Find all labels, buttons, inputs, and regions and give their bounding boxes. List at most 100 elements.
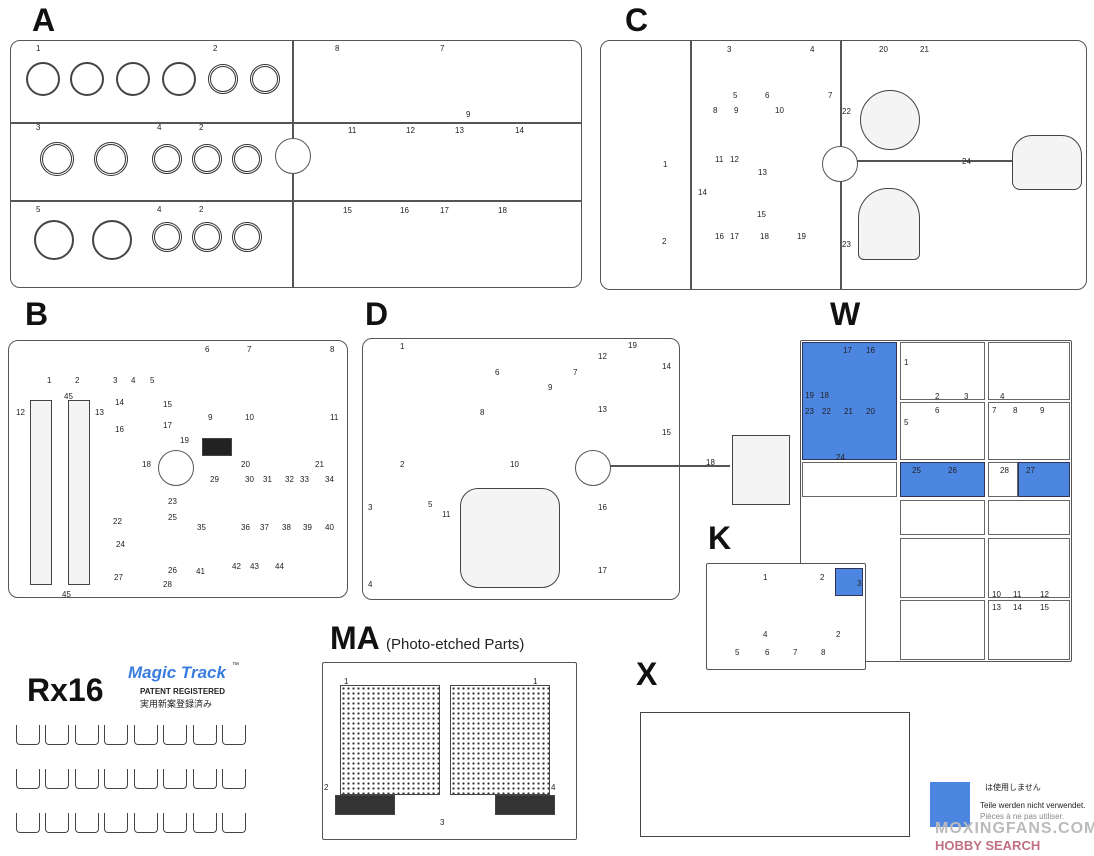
w-cell (988, 600, 1070, 660)
part-number-b: 8 (330, 345, 335, 354)
part-number-w: 17 (843, 346, 852, 355)
track-link (134, 769, 158, 789)
part-number-a: 7 (440, 44, 445, 53)
part-number-w: 27 (1026, 466, 1035, 475)
mesh-screen-1b (450, 685, 550, 795)
track-link (75, 725, 99, 745)
part-number-d: 18 (706, 458, 715, 467)
part-number-k: 8 (821, 648, 826, 657)
part-number-w: 1 (904, 358, 909, 367)
part-number-c: 9 (734, 106, 739, 115)
w-cell (988, 462, 1018, 497)
part-number-k: 2 (836, 630, 841, 639)
track-link (16, 813, 40, 833)
part-number-d: 3 (368, 503, 373, 512)
part-number-b: 3 (113, 376, 118, 385)
part-number-b: 39 (303, 523, 312, 532)
part-d11 (460, 488, 560, 588)
w-cell (900, 538, 985, 598)
part-number-b: 2 (75, 376, 80, 385)
part-number-a: 3 (36, 123, 41, 132)
tracks-label: Rx16 (27, 672, 104, 708)
tm-mark: ™ (232, 662, 239, 669)
part-number-c: 8 (713, 106, 718, 115)
w-cell (900, 600, 985, 660)
part-number-b: 5 (150, 376, 155, 385)
part-number-b: 13 (95, 408, 104, 417)
track-link (75, 769, 99, 789)
road-wheel (250, 64, 280, 94)
part-number-c: 5 (733, 91, 738, 100)
track-link (45, 769, 69, 789)
part-number-b: 14 (115, 398, 124, 407)
part-number-w: 22 (822, 407, 831, 416)
part-number-d: 9 (548, 383, 553, 392)
part-number-b: 42 (232, 562, 241, 571)
part-number-w: 28 (1000, 466, 1009, 475)
part-number-w: 11 (1013, 590, 1022, 599)
part-number-a: 2 (199, 123, 204, 132)
part-number-b: 26 (168, 566, 177, 575)
part-number-b: 36 (241, 523, 250, 532)
legend-line-jp: は使用しません (985, 783, 1041, 792)
part-number-k: 3 (857, 579, 862, 588)
part-number-b: 44 (275, 562, 284, 571)
part-number-b: 24 (116, 540, 125, 549)
part-number-w: 9 (1040, 406, 1045, 415)
w-cell (900, 402, 985, 460)
sprue-a-label: A (32, 2, 56, 38)
track-link (134, 725, 158, 745)
part-number-c: 23 (842, 240, 851, 249)
part-number-k: 7 (793, 648, 798, 657)
part-number-b: 9 (208, 413, 213, 422)
part-number-c: 4 (810, 45, 815, 54)
track-link (16, 769, 40, 789)
part-number-d: 12 (598, 352, 607, 361)
part-number-b: 38 (282, 523, 291, 532)
part-number-a: 4 (157, 123, 162, 132)
track-link (45, 813, 69, 833)
part-number-b: 28 (163, 580, 172, 589)
part-number-c: 6 (765, 91, 770, 100)
part-number-a: 13 (455, 126, 464, 135)
part-number-b: 45 (62, 590, 71, 599)
part-number-b: 40 (325, 523, 334, 532)
part-number-b: 16 (115, 425, 124, 434)
legend-line-de: Teile werden nicht verwendet. (980, 801, 1086, 810)
part-number-c: 16 (715, 232, 724, 241)
part-c23 (858, 188, 920, 260)
part-number-b: 23 (168, 497, 177, 506)
part-number-a: 18 (498, 206, 507, 215)
part-number-d: 5 (428, 500, 433, 509)
track-link (104, 769, 128, 789)
w-cell (802, 462, 897, 497)
part-number-w: 10 (992, 590, 1001, 599)
sprue-x-label: X (636, 656, 658, 692)
part-number-b: 6 (205, 345, 210, 354)
part-number-w: 5 (904, 418, 909, 427)
unused-parts-w-25-26 (900, 462, 985, 497)
part-number-d: 1 (400, 342, 405, 351)
part-number-d: 15 (662, 428, 671, 437)
part-number-k: 2 (820, 573, 825, 582)
road-wheel (208, 64, 238, 94)
part-number-b: 19 (180, 436, 189, 445)
track-link (222, 769, 246, 789)
part-number-a: 12 (406, 126, 415, 135)
part-number-b: 29 (210, 475, 219, 484)
part-b19 (202, 438, 232, 456)
part-number-b: 22 (113, 517, 122, 526)
part-number-d: 4 (368, 580, 373, 589)
part-number-w: 18 (820, 391, 829, 400)
track-link (45, 725, 69, 745)
part-number-c: 10 (775, 106, 784, 115)
track-link (193, 813, 217, 833)
part-number-d: 11 (442, 510, 451, 519)
sprue-a-runner (10, 200, 582, 202)
part-number-b: 35 (197, 523, 206, 532)
part-number-d: 16 (598, 503, 607, 512)
track-link (163, 725, 187, 745)
part-number-b: 11 (330, 413, 339, 422)
part-number-k: 4 (763, 630, 768, 639)
part-number-c: 22 (842, 107, 851, 116)
